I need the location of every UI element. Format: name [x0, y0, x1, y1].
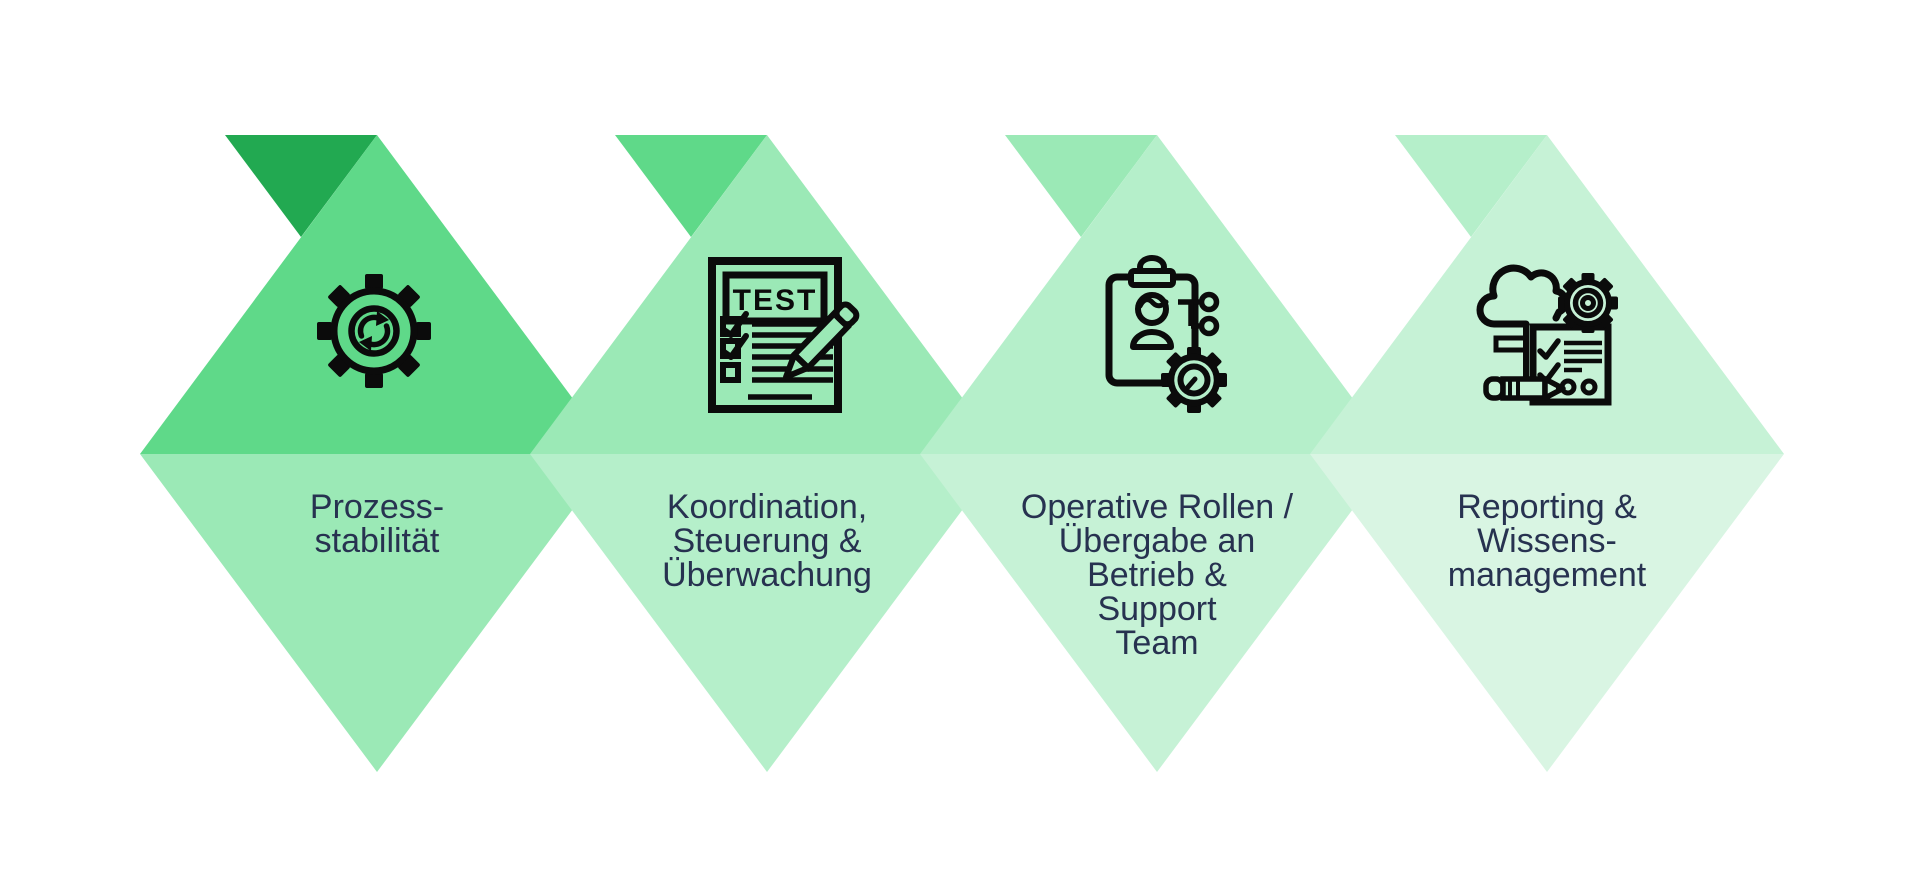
gear-teeth	[317, 274, 431, 388]
step-2-label: Koordination, Steuerung & Überwachung	[662, 488, 872, 594]
test-checklist-pencil-icon: TEST	[708, 257, 860, 413]
connector-nodes	[1178, 291, 1220, 337]
step-1-fold-chevron	[225, 135, 377, 237]
check-mark	[721, 333, 749, 360]
step-1-label: Prozess- stabilität	[309, 488, 445, 560]
cloud-icon	[1476, 264, 1570, 328]
clip-bar	[1128, 268, 1176, 288]
clock-gear	[1161, 347, 1227, 413]
sync-arrows	[357, 311, 391, 351]
process-sync-gear-icon	[317, 274, 431, 388]
step-2-bottom-triangle	[530, 454, 1004, 772]
step-3-bottom-triangle	[920, 454, 1394, 772]
step-4-fold-chevron	[1395, 135, 1547, 237]
pencil-icon	[1483, 376, 1566, 401]
cloud-report-knowledge-icon	[1476, 264, 1618, 406]
step-4-label: Reporting & Wissens- management	[1447, 488, 1647, 594]
step-4-bottom-triangle	[1310, 454, 1784, 772]
step-3-label: Operative Rollen / Übergabe an Betrieb &…	[1020, 488, 1294, 662]
cloud-tab	[1493, 335, 1529, 353]
step-2-shape	[530, 135, 1004, 772]
pencil-icon	[783, 301, 860, 380]
user-avatar	[1130, 292, 1174, 350]
settings-gear	[1558, 273, 1618, 333]
step-1-bottom-triangle	[140, 454, 614, 772]
step-2-fold-chevron	[615, 135, 767, 237]
step-4-shape	[1310, 135, 1784, 772]
step-2-top-triangle	[530, 135, 1004, 454]
checklist-rows	[720, 311, 833, 400]
gear-inner-ring	[348, 305, 400, 357]
gear-body	[330, 287, 418, 375]
step-4-top-triangle	[1310, 135, 1784, 454]
step-3-fold-chevron	[1005, 135, 1157, 237]
clipboard-user-gear-icon	[1105, 255, 1227, 413]
test-title-box	[722, 271, 828, 325]
check-mark	[721, 311, 749, 338]
